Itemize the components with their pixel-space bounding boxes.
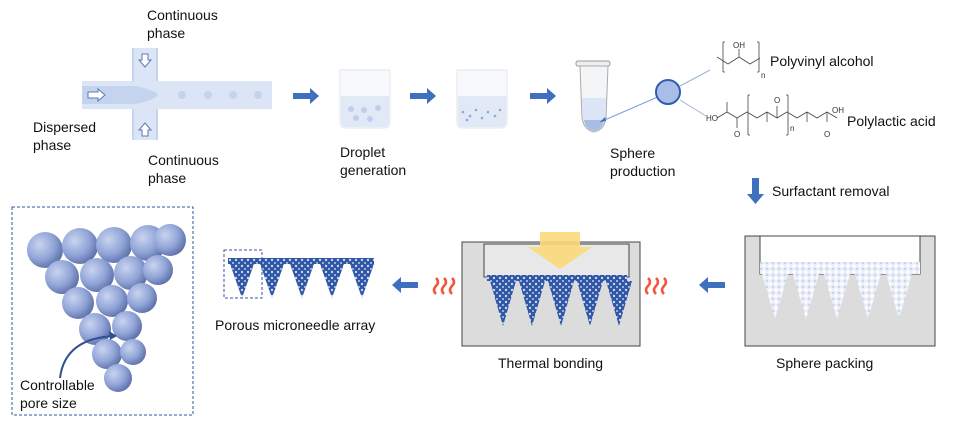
beaker-droplets (339, 69, 391, 129)
process-arrows (293, 88, 764, 293)
flow-down-icon (137, 53, 153, 68)
centrifuge-tube (575, 60, 611, 133)
zoom-region-box (223, 249, 263, 299)
press-arrow-icon (528, 232, 592, 269)
arrow-right-icon (293, 88, 319, 104)
arrow-left-icon (392, 277, 418, 293)
label-dispersed-phase: Dispersed phase (33, 119, 97, 153)
chem-label: OH (832, 106, 844, 115)
label-controllable-pore-size: Controllable pore size (20, 377, 95, 411)
label-sphere-production: Sphere production (610, 145, 676, 179)
label-porous-microneedle-array: Porous microneedle array (215, 317, 376, 333)
chem-label: HO (706, 114, 718, 123)
label-thermal-bonding: Thermal bonding (498, 355, 604, 371)
microsphere (655, 79, 681, 105)
pla-structure (716, 94, 838, 136)
heat-icon (432, 277, 668, 295)
arrow-left-icon (699, 277, 725, 293)
pointer-line (599, 95, 661, 123)
sphere-pyramid (27, 224, 186, 392)
flow-right-icon (87, 87, 106, 103)
chem-label: O (774, 96, 780, 105)
microneedle-array (223, 249, 374, 299)
label-surfactant-removal: Surfactant removal (772, 183, 890, 199)
sphere-packing-mold (744, 235, 936, 347)
beaker-microspheres (456, 69, 508, 129)
label-sphere-packing: Sphere packing (776, 355, 874, 371)
microfluidic-channel (82, 48, 272, 140)
label-continuous-phase-bottom: Continuous phase (148, 152, 219, 186)
label-polylactic-acid: Polylactic acid (847, 113, 936, 129)
label-polyvinyl-alcohol: Polyvinyl alcohol (770, 53, 874, 69)
flow-up-icon (137, 122, 153, 137)
label-droplet-generation: Droplet generation (340, 144, 407, 178)
thermal-bonding-mold (461, 232, 641, 347)
pore-pointer-arrow (59, 335, 116, 379)
pva-structure (716, 41, 761, 73)
chem-label: OH (733, 41, 745, 50)
enlarged-view-box (11, 206, 194, 416)
chem-label: O (824, 130, 830, 139)
arrow-down-icon (747, 178, 764, 204)
arrow-right-icon (530, 88, 556, 104)
chem-label: n (761, 71, 765, 80)
arrow-right-icon (410, 88, 436, 104)
label-continuous-phase-top: Continuous phase (147, 7, 218, 41)
chem-label: O (734, 130, 740, 139)
chem-label: n (790, 124, 794, 133)
